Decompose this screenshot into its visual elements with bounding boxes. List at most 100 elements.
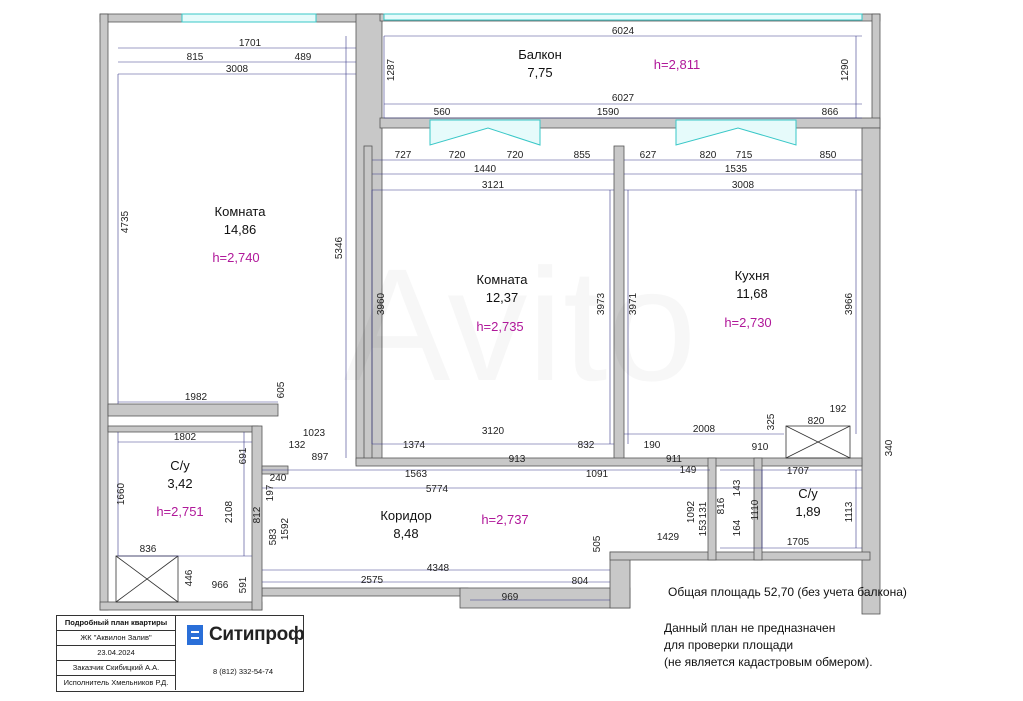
room-area: 8,48 [393, 526, 418, 541]
dimension-label: 3121 [482, 180, 505, 191]
room-area: 14,86 [224, 222, 257, 237]
room-height: h=2,751 [156, 504, 203, 519]
dimension-label: 715 [736, 150, 753, 161]
dimension-label: 197 [265, 484, 276, 501]
room-name: С/у [170, 458, 190, 473]
stamp-title: Подробный план квартиры [57, 616, 176, 631]
dimension-label: 190 [644, 440, 661, 451]
stamp-customer: Заказчик Скибицкий А.А. [57, 661, 176, 676]
dimension-label: 815 [187, 52, 204, 63]
dimension-label: 627 [640, 150, 657, 161]
dimension-label: 149 [680, 465, 697, 476]
dimension-label: 560 [434, 107, 451, 118]
dimension-label: 4735 [120, 210, 131, 233]
dimension-label: 1091 [586, 469, 609, 480]
walls [99, 13, 881, 615]
dimension-label: 1535 [725, 164, 748, 175]
dimension-label: 1374 [403, 440, 426, 451]
dimension-label: 3120 [482, 426, 505, 437]
room-name: Комната [215, 204, 267, 219]
room-labels: Комната14,86h=2,740Комната12,37h=2,735Ку… [156, 47, 820, 541]
room-name: С/у [798, 486, 818, 501]
dimension-label: 911 [666, 454, 682, 465]
dimension-label: 1707 [787, 466, 810, 477]
dimension-label: 340 [884, 439, 895, 456]
room-height: h=2,735 [476, 319, 523, 334]
dimension-label: 866 [822, 107, 839, 118]
dimension-label: 446 [184, 569, 195, 586]
dimension-label: 691 [238, 447, 249, 464]
dimension-label: 3966 [844, 292, 855, 315]
dimension-label: 1592 [280, 517, 291, 540]
dimension-label: 3973 [596, 292, 607, 315]
room-area: 1,89 [795, 504, 820, 519]
room-height: h=2,730 [724, 315, 771, 330]
stamp-complex: ЖК "Аквилон Залив" [57, 631, 176, 646]
dimension-lines [117, 35, 862, 601]
dimension-label: 583 [268, 528, 279, 545]
dimension-label: 966 [212, 580, 229, 591]
disclaimer-line-1: Данный план не предназначен [664, 621, 836, 635]
room-area: 12,37 [486, 290, 519, 305]
dimension-label: 4348 [427, 563, 450, 574]
dimension-label: 1701 [239, 38, 262, 49]
dimension-label: 591 [238, 576, 249, 593]
dimension-label: 1092 [686, 500, 697, 523]
dimension-label: 832 [578, 440, 595, 451]
dimension-label: 505 [592, 535, 603, 552]
disclaimer-line-3: (не является кадастровым обмером). [664, 655, 873, 669]
dimension-label: 3008 [226, 64, 249, 75]
room-area: 7,75 [527, 65, 552, 80]
dimension-label: 2575 [361, 575, 384, 586]
disclaimer-line-2: для проверки площади [664, 638, 794, 652]
dimension-label: 1705 [787, 537, 810, 548]
dimension-label: 816 [716, 497, 727, 514]
dimension-label: 1660 [116, 482, 127, 505]
dimension-label: 2108 [224, 500, 235, 523]
dimension-label: 6024 [612, 26, 635, 37]
room-name: Коридор [380, 508, 431, 523]
stamp-date: 23.04.2024 [57, 646, 176, 661]
room-height: h=2,740 [212, 250, 259, 265]
sitiprof-logo-icon [187, 625, 203, 645]
dimension-label: 804 [572, 576, 589, 587]
dimension-label: 727 [395, 150, 412, 161]
dimension-label: 143 [732, 479, 743, 496]
room-height: h=2,811 [654, 57, 700, 72]
dimension-label: 1110 [750, 499, 761, 520]
total-area-note: Общая площадь 52,70 (без учета балкона) [668, 585, 907, 599]
dimension-label: 855 [574, 150, 591, 161]
dimension-label: 192 [830, 404, 847, 415]
dimension-label: 812 [252, 506, 263, 523]
windows [181, 13, 863, 146]
dimension-label: 1287 [386, 58, 397, 81]
room-area: 11,68 [736, 286, 768, 301]
dimension-label: 240 [270, 473, 287, 484]
dimension-label: 605 [276, 381, 287, 398]
title-block: Подробный план квартиры ЖК "Аквилон Зали… [56, 615, 305, 692]
company-name: Ситипроф [209, 624, 305, 645]
dimension-label: 1023 [303, 428, 326, 439]
dimension-label: 897 [312, 452, 329, 463]
dimension-label: 5774 [426, 484, 449, 495]
dimension-label: 2008 [693, 424, 716, 435]
dimension-label: 131 [698, 501, 709, 518]
dimension-label: 1590 [597, 107, 620, 118]
company-logo: Ситипроф [187, 622, 305, 648]
dimension-label: 836 [140, 544, 157, 555]
dimension-label: 164 [732, 519, 743, 536]
dimension-label: 3971 [628, 292, 639, 315]
room-name: Комната [477, 272, 529, 287]
dimension-label: 3008 [732, 180, 755, 191]
room-height: h=2,737 [481, 512, 528, 527]
dimension-label: 6027 [612, 93, 635, 104]
dimension-label: 5346 [334, 236, 345, 259]
dimension-label: 1802 [174, 432, 197, 443]
company-phone: 8 (812) 332-54-74 [213, 667, 274, 676]
dimension-label: 1290 [840, 58, 851, 81]
dimension-label: 1113 [844, 501, 855, 522]
dimension-label: 820 [808, 416, 825, 427]
dimension-label: 1982 [185, 392, 208, 403]
